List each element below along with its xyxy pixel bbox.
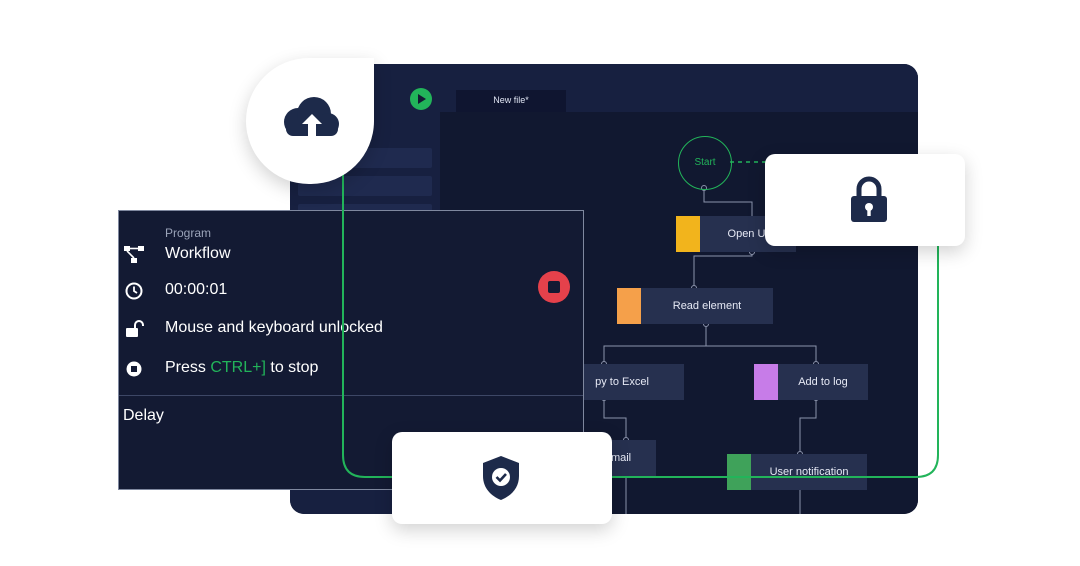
tab-new-file[interactable]: New file*: [456, 90, 566, 112]
node-label: Add to log: [798, 376, 848, 388]
node-label: Open UI: [727, 228, 769, 240]
editor-toolbar: New file*: [290, 64, 918, 112]
sidebar-item[interactable]: [298, 176, 432, 196]
elapsed-time: 00:00:01: [165, 281, 228, 298]
unlock-icon: [126, 320, 144, 337]
node-label: User notification: [769, 466, 849, 478]
stop-shortcut: CTRL+]: [210, 359, 266, 376]
node-user-notification[interactable]: User notification: [727, 454, 867, 490]
cloud-upload-icon: [284, 97, 339, 136]
workflow-name: Workflow: [165, 245, 231, 262]
clock-icon: [125, 282, 143, 300]
stop-button[interactable]: [538, 271, 570, 303]
node-accent: [754, 364, 778, 400]
node-label: py to Excel: [595, 376, 649, 388]
lock-card: [765, 154, 965, 246]
run-button[interactable]: [410, 88, 432, 110]
delay-label[interactable]: Delay: [123, 407, 164, 424]
panel-divider: [119, 395, 583, 396]
node-read-element[interactable]: Read element: [617, 288, 773, 324]
shield-card: [392, 432, 612, 524]
node-label: Read element: [672, 300, 742, 312]
stop-hint: Press CTRL+] to stop: [165, 359, 318, 377]
stop-circle-icon: [126, 361, 142, 377]
mouse-keyboard-status: Mouse and keyboard unlocked: [165, 319, 383, 336]
program-label: Program: [165, 226, 212, 240]
node-add-to-log[interactable]: Add to log: [754, 364, 868, 400]
node-accent: [676, 216, 700, 252]
padlock-icon: [851, 176, 887, 222]
shield-check-icon: [483, 456, 519, 500]
start-node[interactable]: Start: [678, 136, 732, 190]
stop-hint-prefix: Press: [165, 359, 211, 376]
node-accent: [727, 454, 751, 490]
workflow-icon: [124, 246, 144, 263]
node-accent: [617, 288, 641, 324]
cloud-card: [246, 58, 374, 184]
stop-hint-suffix: to stop: [265, 359, 319, 376]
